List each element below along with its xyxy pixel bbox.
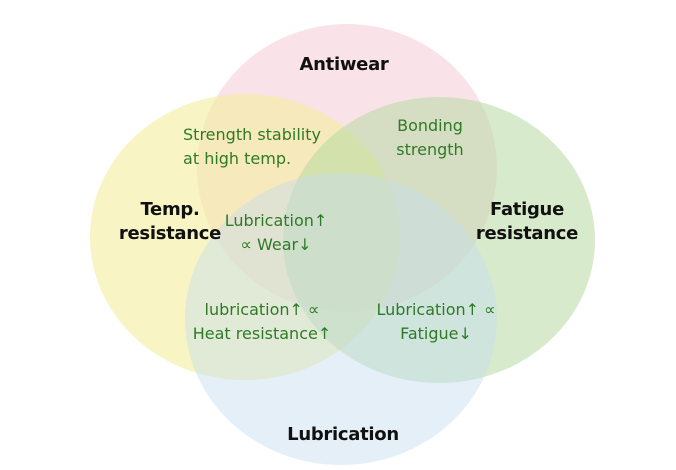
overlap-line: strength (396, 140, 464, 159)
fatigue-resistance-circle (283, 97, 595, 383)
temp-resistance-label: Temp. resistance (119, 198, 221, 246)
fatigue-label-line2: resistance (475, 223, 579, 244)
overlap-antiwear-lubrication: Lubrication↑ ∝ Wear↓ (225, 209, 328, 257)
fatigue-resistance-label: Fatigue resistance (476, 198, 578, 246)
overlap-temp-antiwear: Strength stability at high temp. (183, 123, 321, 171)
overlap-line: Lubrication↑ (224, 211, 328, 230)
overlap-temp-lubrication: lubrication↑ ∝ Heat resistance↑ (193, 298, 332, 346)
lubrication-circle (185, 173, 497, 465)
overlap-antiwear-fatigue: Bonding strength (396, 114, 463, 162)
overlap-line: Strength stability (183, 125, 321, 144)
overlap-line: ∝ Wear↓ (240, 235, 312, 254)
overlap-fatigue-lubrication: Lubrication↑ ∝ Fatigue↓ (376, 298, 495, 346)
overlap-line: Heat resistance↑ (192, 324, 332, 343)
overlap-line: Fatigue↓ (400, 324, 472, 343)
antiwear-label: Antiwear (299, 54, 389, 75)
lubrication-label: Lubrication (287, 424, 399, 445)
overlap-line: lubrication↑ ∝ (204, 300, 320, 319)
temp-label-line1: Temp. (140, 199, 200, 220)
fatigue-label-line1: Fatigue (490, 199, 564, 220)
temp-label-line2: resistance (118, 223, 222, 244)
overlap-line: at high temp. (183, 149, 292, 168)
overlap-line: Bonding (397, 116, 463, 135)
overlap-line: Lubrication↑ ∝ (376, 300, 496, 319)
